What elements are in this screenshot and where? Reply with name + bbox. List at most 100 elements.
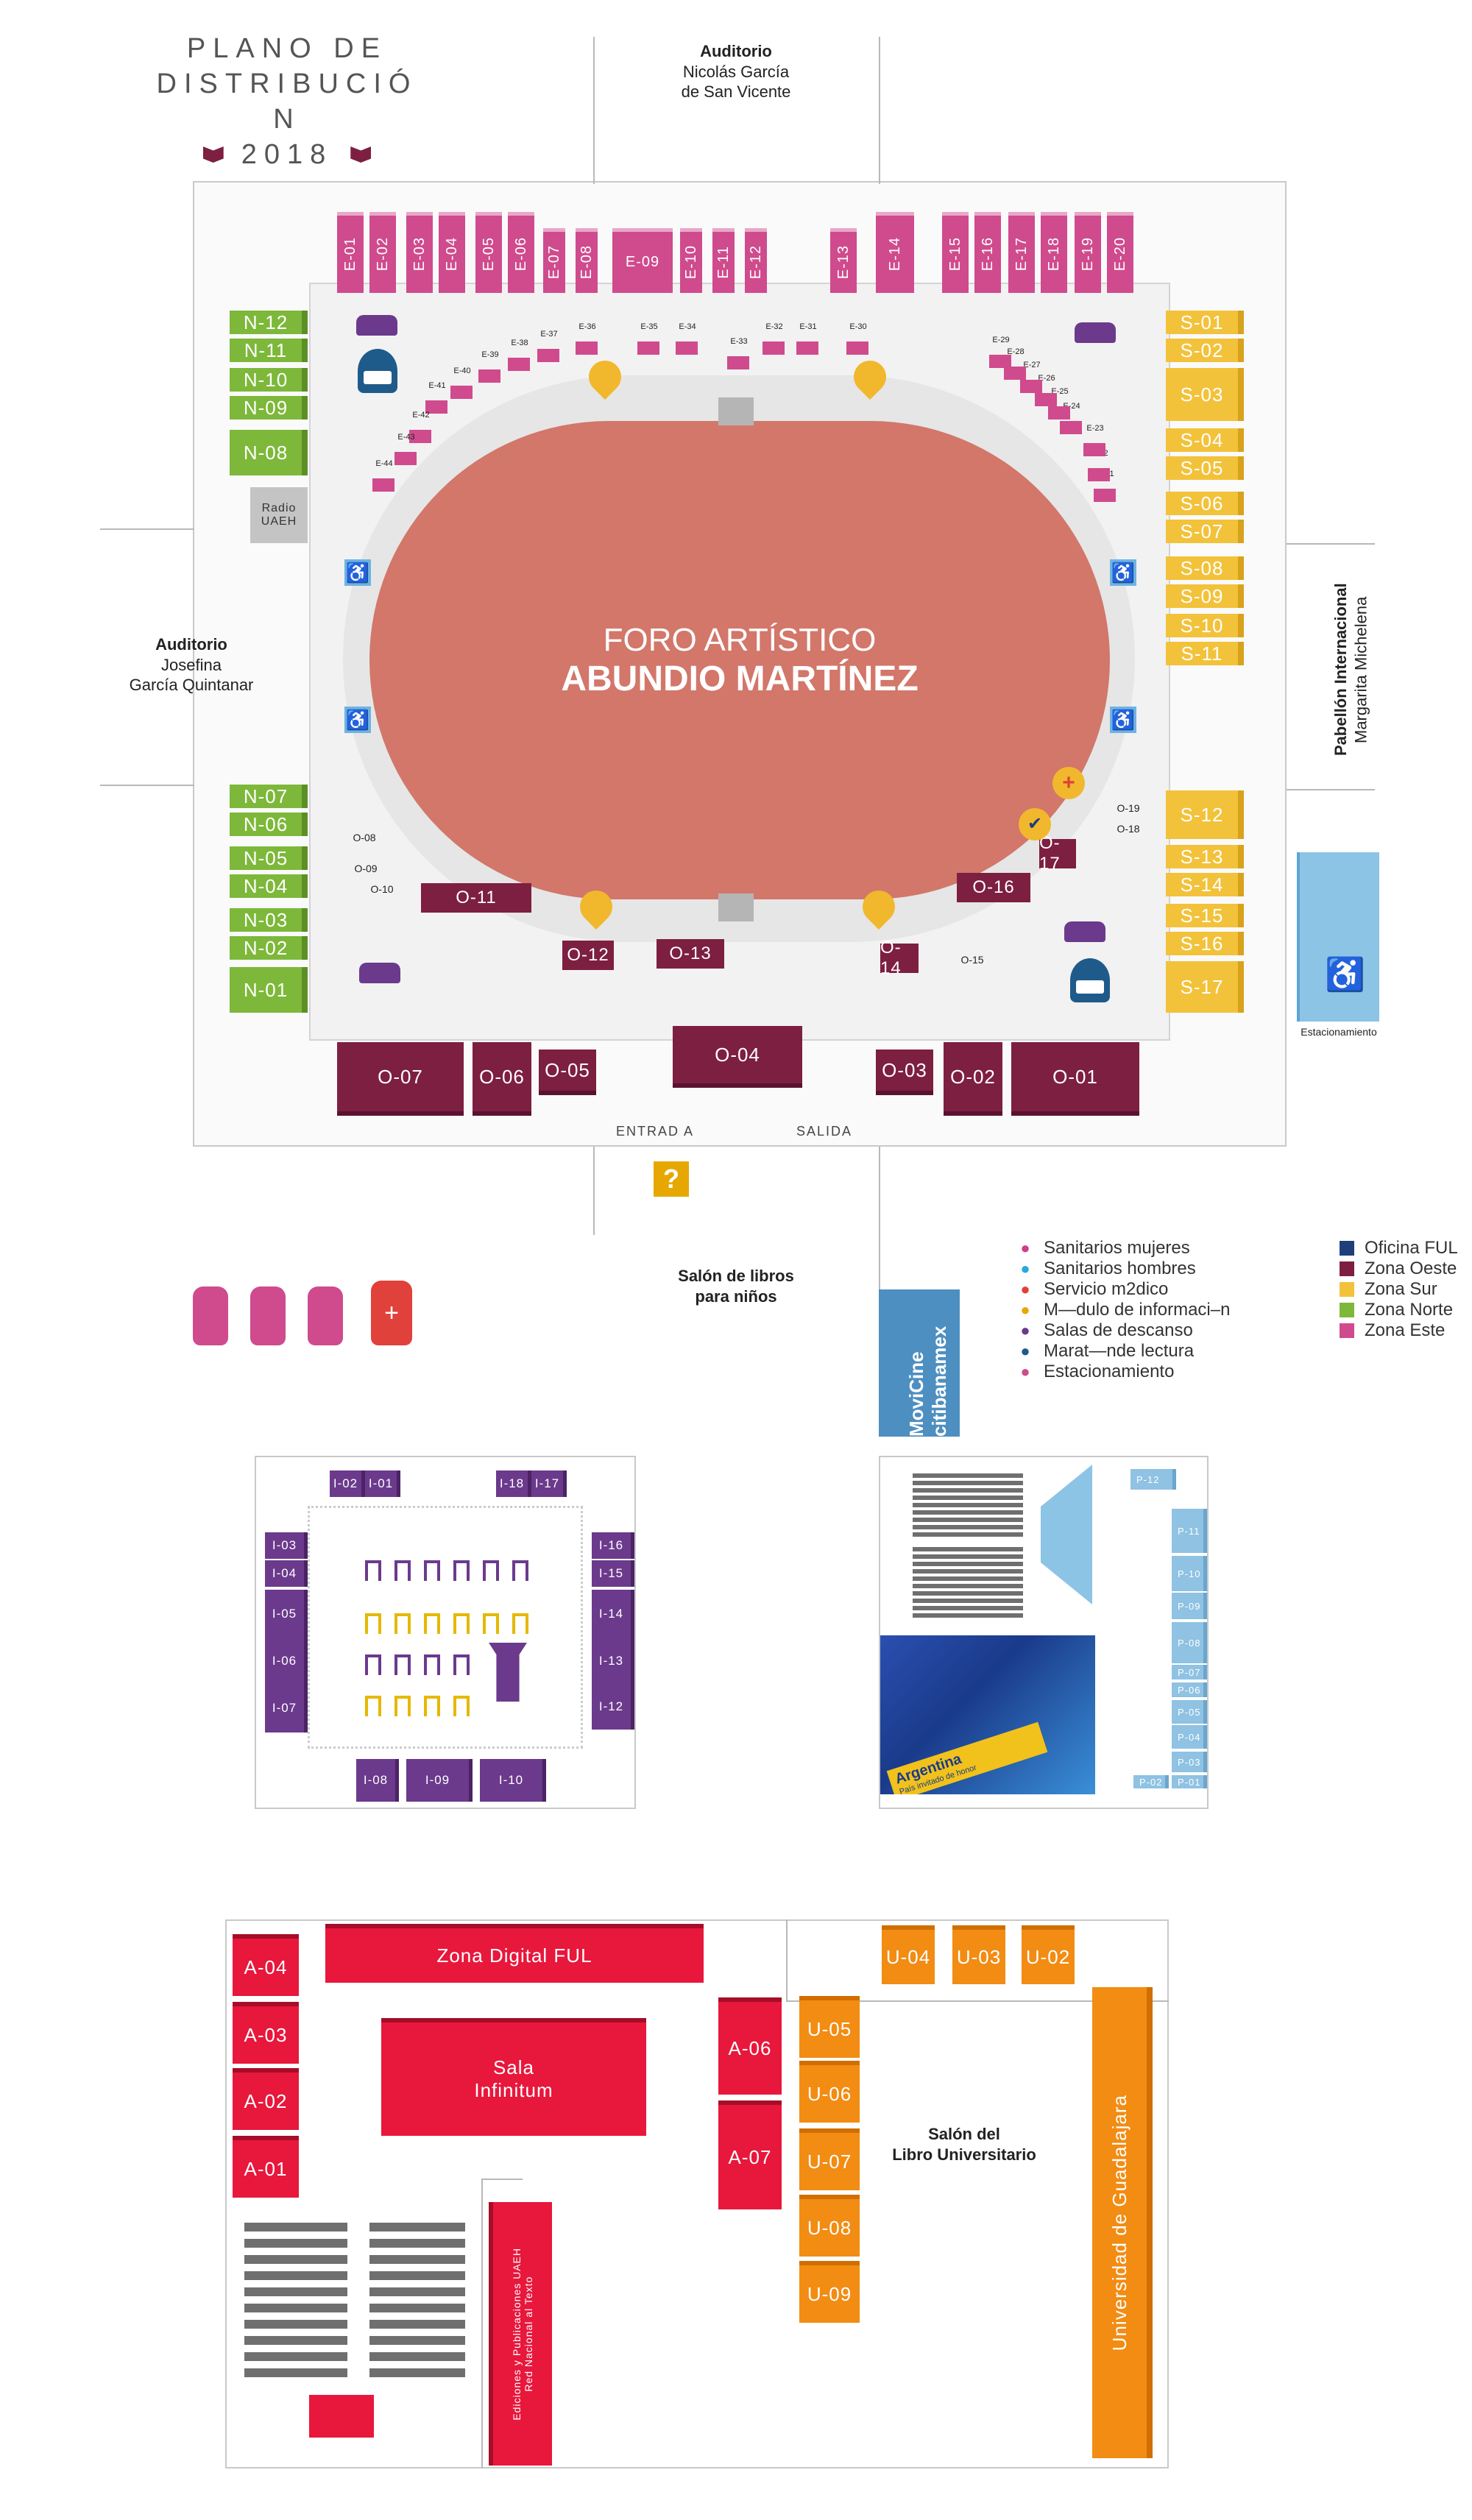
stand-e-43[interactable] [394, 452, 417, 465]
stand-e-22[interactable] [1088, 468, 1110, 481]
stand-i-13[interactable]: I-13 [592, 1638, 634, 1684]
stand-u-05[interactable]: U-05 [799, 1996, 860, 2058]
stand-s-13[interactable]: S-13 [1166, 845, 1244, 868]
stand-e-38[interactable] [508, 358, 530, 371]
stand-n-07[interactable]: N-07 [230, 785, 308, 808]
stand-i-04[interactable]: I-04 [265, 1560, 308, 1587]
ediciones-uaeh[interactable]: Ediciones y Publicaciones UAEH Red Nacio… [489, 2202, 552, 2466]
stand-e-30[interactable] [846, 341, 868, 355]
stand-o-07[interactable]: O-07 [337, 1042, 464, 1116]
stand-s-17[interactable]: S-17 [1166, 961, 1244, 1013]
stand-i-02[interactable]: I-02 [330, 1470, 365, 1497]
stand-s-09[interactable]: S-09 [1166, 584, 1244, 608]
stand-p-10[interactable]: P-10 [1172, 1556, 1207, 1591]
sala-infinitum[interactable]: Sala Infinitum [381, 2018, 646, 2136]
stand-e-27[interactable] [1020, 380, 1042, 393]
stand-e-31[interactable] [796, 341, 818, 355]
stand-e-17[interactable]: E-17 [1008, 212, 1035, 293]
stand-p-11[interactable]: P-11 [1172, 1509, 1207, 1553]
stand-i-17[interactable]: I-17 [531, 1470, 567, 1497]
stand-u-08[interactable]: U-08 [799, 2195, 860, 2257]
stand-s-05[interactable]: S-05 [1166, 456, 1244, 480]
stand-o-13[interactable]: O-13 [657, 939, 724, 969]
stand-o-18[interactable]: O-18 [1117, 823, 1140, 835]
stand-p-06[interactable]: P-06 [1172, 1682, 1207, 1697]
stand-e-40[interactable] [450, 386, 473, 399]
stand-n-10[interactable]: N-10 [230, 368, 308, 392]
stand-n-11[interactable]: N-11 [230, 339, 308, 362]
stand-s-04[interactable]: S-04 [1166, 428, 1244, 452]
stand-a-01[interactable]: A-01 [233, 2136, 299, 2198]
universidad-de-guadalajara[interactable]: Universidad de Guadalajara [1092, 1987, 1153, 2458]
stand-i-14[interactable]: I-14 [592, 1590, 634, 1638]
stand-e-06[interactable]: E-06 [508, 212, 534, 293]
stand-e-44[interactable] [372, 478, 394, 492]
stand-p-12[interactable]: P-12 [1130, 1469, 1176, 1490]
stand-e-33[interactable] [727, 356, 749, 369]
stand-i-16[interactable]: I-16 [592, 1532, 634, 1559]
stand-o-09[interactable]: O-09 [354, 863, 378, 874]
stand-e-05[interactable]: E-05 [475, 212, 502, 293]
stand-e-34[interactable] [676, 341, 698, 355]
stand-o-05[interactable]: O-05 [539, 1050, 596, 1095]
stand-i-15[interactable]: I-15 [592, 1560, 634, 1587]
stand-o-01[interactable]: O-01 [1011, 1042, 1139, 1116]
stand-i-03[interactable]: I-03 [265, 1532, 308, 1559]
stand-e-10[interactable]: E-10 [680, 228, 702, 293]
stand-o-19[interactable]: O-19 [1117, 802, 1140, 814]
stand-i-07[interactable]: I-07 [265, 1684, 308, 1733]
stand-e-13[interactable]: E-13 [830, 228, 857, 293]
stand-o-16[interactable]: O-16 [957, 873, 1030, 902]
stand-e-02[interactable]: E-02 [369, 212, 396, 293]
stand-i-06[interactable]: I-06 [265, 1638, 308, 1684]
stand-e-42[interactable] [409, 430, 431, 443]
stand-s-06[interactable]: S-06 [1166, 492, 1244, 515]
stand-n-03[interactable]: N-03 [230, 908, 308, 932]
stand-s-15[interactable]: S-15 [1166, 904, 1244, 927]
stand-e-29[interactable] [989, 355, 1011, 368]
stand-o-02[interactable]: O-02 [944, 1042, 1002, 1116]
stand-a-07[interactable]: A-07 [718, 2100, 782, 2209]
stand-e-36[interactable] [576, 341, 598, 355]
stand-o-15[interactable]: O-15 [960, 954, 984, 966]
stand-p-07[interactable]: P-07 [1172, 1665, 1207, 1680]
stand-e-23[interactable] [1083, 443, 1105, 456]
stand-n-12[interactable]: N-12 [230, 311, 308, 334]
stand-e-39[interactable] [478, 369, 500, 383]
stand-s-03[interactable]: S-03 [1166, 368, 1244, 421]
stand-e-09[interactable]: E-09 [612, 228, 673, 293]
info-module-icon[interactable]: ? [654, 1161, 689, 1197]
zona-digital-ful[interactable]: Zona Digital FUL [325, 1924, 704, 1983]
radio-uaeh-booth[interactable]: Radio UAEH [250, 487, 308, 543]
stand-u-04[interactable]: U-04 [882, 1925, 935, 1984]
stand-s-12[interactable]: S-12 [1166, 790, 1244, 839]
stand-i-12[interactable]: I-12 [592, 1684, 634, 1730]
medical-cross-icon[interactable]: + [1052, 767, 1085, 799]
stand-p-05[interactable]: P-05 [1172, 1700, 1207, 1724]
stand-s-02[interactable]: S-02 [1166, 339, 1244, 362]
stand-o-08[interactable]: O-08 [353, 832, 376, 843]
stand-o-03[interactable]: O-03 [876, 1050, 933, 1095]
stand-s-01[interactable]: S-01 [1166, 311, 1244, 334]
stand-e-26[interactable] [1035, 393, 1057, 406]
stand-e-15[interactable]: E-15 [942, 212, 969, 293]
stand-e-07[interactable]: E-07 [543, 228, 565, 293]
stand-s-08[interactable]: S-08 [1166, 556, 1244, 580]
stand-e-11[interactable]: E-11 [712, 228, 735, 293]
stand-p-04[interactable]: P-04 [1172, 1725, 1207, 1749]
stand-o-06[interactable]: O-06 [473, 1042, 531, 1116]
stand-i-05[interactable]: I-05 [265, 1590, 308, 1638]
stand-o-11[interactable]: O-11 [421, 883, 531, 913]
stand-n-08[interactable]: N-08 [230, 430, 308, 475]
stand-a-03[interactable]: A-03 [233, 2002, 299, 2064]
stand-n-02[interactable]: N-02 [230, 936, 308, 960]
stand-s-10[interactable]: S-10 [1166, 614, 1244, 637]
stand-o-10[interactable]: O-10 [370, 883, 394, 895]
stand-p-03[interactable]: P-03 [1172, 1752, 1207, 1772]
stand-o-14[interactable]: O-14 [880, 938, 919, 978]
stand-e-25[interactable] [1048, 406, 1070, 420]
argentina-pavilion[interactable]: Argentina País invitado de honor [880, 1635, 1095, 1794]
stand-e-03[interactable]: E-03 [406, 212, 433, 293]
stand-e-01[interactable]: E-01 [337, 212, 364, 293]
oficina-ful-icon[interactable]: ✔ [1019, 808, 1051, 840]
